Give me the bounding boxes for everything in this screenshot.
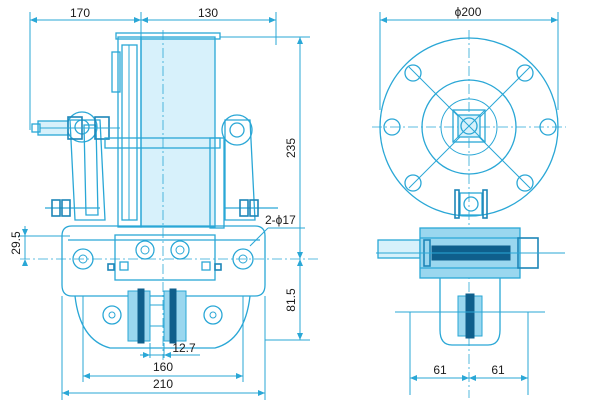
dim-29-5: 29.5 bbox=[9, 231, 23, 255]
dim-61-left: 61 bbox=[433, 363, 447, 377]
dim-12-7: 12.7 bbox=[172, 341, 196, 355]
dim-61-right: 61 bbox=[491, 363, 505, 377]
dim-130: 130 bbox=[198, 6, 218, 20]
dim-235: 235 bbox=[284, 138, 298, 158]
dim-2-phi17: 2-ϕ17 bbox=[265, 213, 296, 227]
dim-81-5: 81.5 bbox=[284, 288, 298, 312]
dim-170: 170 bbox=[70, 6, 90, 20]
side-view: ϕ200 bbox=[372, 5, 566, 398]
dim-210: 210 bbox=[153, 377, 173, 391]
dim-160: 160 bbox=[153, 360, 173, 374]
front-view: 170 130 235 29.5 2-ϕ17 81.5 12.7 160 210 bbox=[9, 6, 320, 400]
dim-phi200: ϕ200 bbox=[455, 5, 482, 19]
